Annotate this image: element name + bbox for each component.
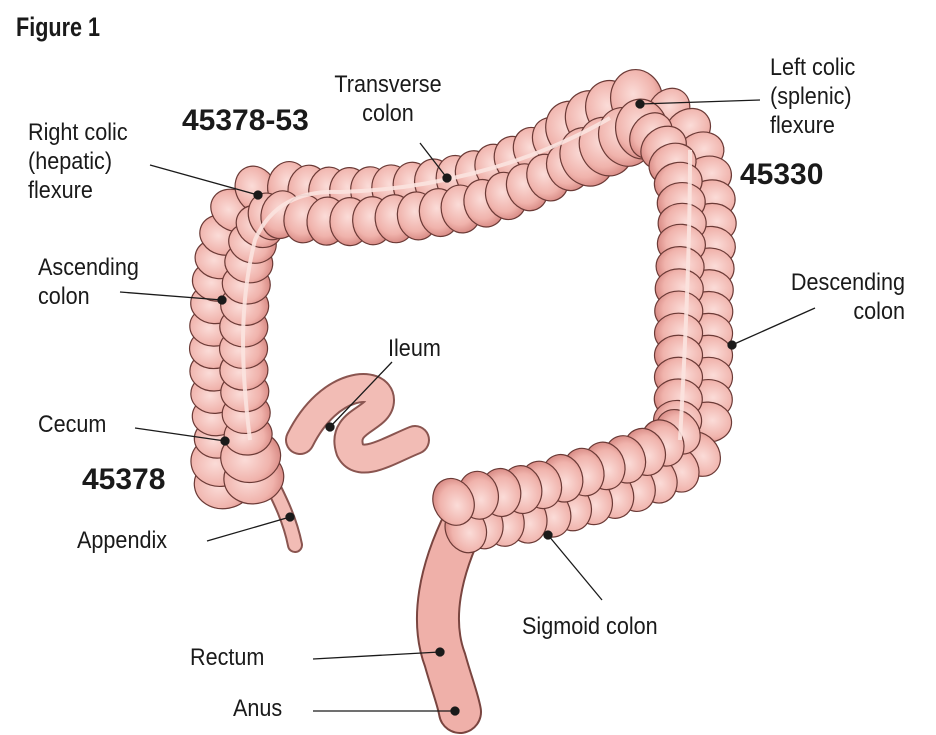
leader-ileum <box>329 361 393 428</box>
taenia-band <box>241 116 692 441</box>
label-cecum: Cecum <box>38 411 107 438</box>
leader-descending <box>731 307 816 346</box>
label-rectum: Rectum <box>190 644 265 671</box>
code-cecum: 45378 <box>82 463 166 496</box>
label-left-colic-flexure: Left colic (splenic) flexure <box>770 54 856 139</box>
haustrum <box>432 477 475 526</box>
code-transverse: 45378-53 <box>182 104 309 137</box>
label-right-colic-flexure: Right colic (hepatic) flexure <box>28 119 128 204</box>
label-ileum: Ileum <box>388 335 441 362</box>
leader-sigmoid <box>547 534 603 601</box>
leader-appendix <box>206 516 291 542</box>
label-appendix: Appendix <box>77 527 168 554</box>
label-sigmoid-colon: Sigmoid colon <box>522 613 658 640</box>
label-ascending-colon: Ascending colon <box>38 254 139 310</box>
figure-title: Figure 1 <box>16 12 101 42</box>
code-descending: 45330 <box>740 158 824 191</box>
label-anus: Anus <box>233 695 283 722</box>
label-transverse-colon: Transverse colon <box>334 71 442 127</box>
colon-haustra <box>188 68 737 554</box>
leader-right-colic <box>149 164 259 196</box>
leader-transverse <box>419 142 448 179</box>
label-descending-colon: Descending colon <box>790 269 905 325</box>
leader-left-colic <box>639 99 761 105</box>
leader-cecum <box>134 427 226 442</box>
leader-ascending <box>119 291 223 301</box>
leader-rectum <box>312 651 441 660</box>
